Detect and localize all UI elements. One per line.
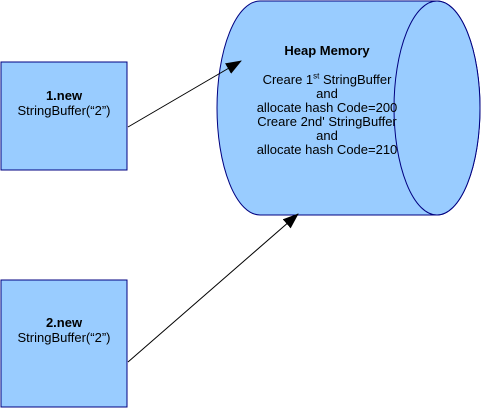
heap-line-1: Creare 1st StringBuffer (232, 71, 422, 87)
box-2 (0, 279, 128, 408)
heap-line-1-sup: st (313, 71, 320, 81)
heap-line-1-pre: Creare 1 (262, 72, 314, 87)
heap-title: Heap Memory (284, 43, 370, 58)
heap-line-2: and (316, 86, 338, 101)
heap-line-6: allocate hash Code=210 (256, 142, 398, 157)
heap-line-4: Creare 2nd' StringBuffer (257, 114, 397, 129)
heap-line-5: and (316, 128, 338, 143)
arrow-box2-to-heap (127, 213, 299, 363)
box-1-label: 1.new StringBuffer(“2”) (1, 88, 127, 118)
heap-line-1-post: StringBuffer (319, 72, 392, 87)
box-2-body: StringBuffer(“2”) (17, 330, 111, 345)
box-1-title: 1.new (45, 88, 83, 103)
box-2-title: 2.new (45, 315, 83, 330)
arrow-box1-to-heap (127, 60, 242, 128)
box-1-body: StringBuffer(“2”) (17, 103, 111, 118)
heap-line-3: allocate hash Code=200 (256, 100, 398, 115)
box-2-label: 2.new StringBuffer(“2”) (1, 315, 127, 345)
box-1 (0, 61, 128, 171)
heap-memory-label: Heap Memory Creare 1st StringBuffer and … (232, 44, 422, 157)
heap-cylinder-end (393, 0, 481, 216)
